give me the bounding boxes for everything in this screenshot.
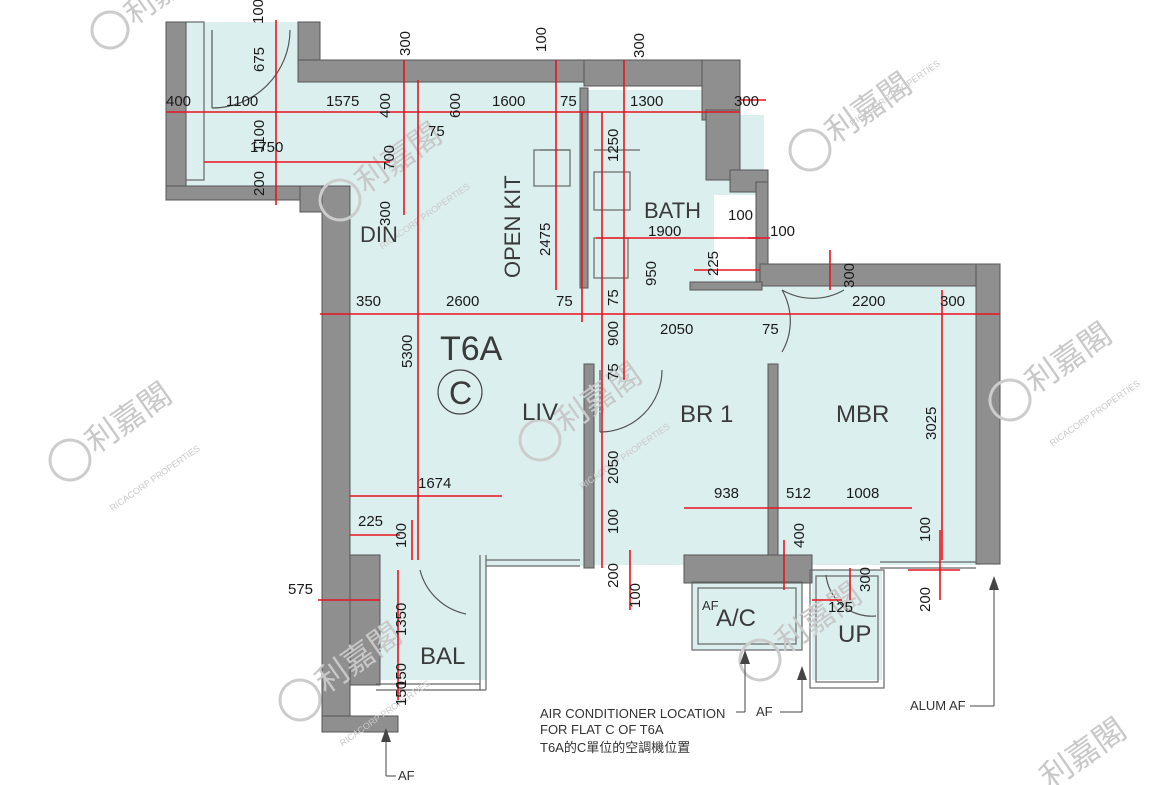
dimension-label: 75 — [556, 293, 573, 310]
dimension-label: 300 — [377, 201, 394, 226]
arrow-icon — [797, 666, 807, 680]
dimension-label: 600 — [447, 93, 464, 118]
dimension-lines — [166, 20, 1000, 700]
dimension-label: 75 — [428, 123, 445, 140]
dimension-label: 300 — [940, 293, 965, 310]
dimension-label: 100 — [917, 517, 934, 542]
svg-text:RICACORP PROPERTIES: RICACORP PROPERTIES — [108, 443, 202, 513]
room-label-din: DIN — [360, 222, 398, 247]
arrow-icon — [740, 650, 750, 664]
dimension-label: 100 — [627, 583, 644, 608]
af-label-ac: AF — [756, 704, 773, 719]
dimension-labels: 100 675 300 100 300 400 1100 1575 400 60… — [166, 0, 965, 706]
dimension-label: 75 — [762, 321, 779, 338]
room-label-bal: BAL — [420, 643, 465, 670]
unit-code: T6A — [440, 330, 503, 368]
dimension-label: 100 — [770, 223, 795, 240]
af-label-bottom: AF — [398, 768, 415, 783]
room-label-ac: A/C — [716, 605, 756, 632]
svg-text:利嘉閣: 利嘉閣 — [78, 375, 178, 461]
dimension-label: 2475 — [537, 223, 554, 256]
dimension-label: 75 — [605, 289, 622, 306]
room-labels: OPEN KIT BATH DIN LIV BR 1 MBR BAL A/C U… — [360, 175, 889, 670]
dimension-label: 938 — [714, 485, 739, 502]
dimension-label: 400 — [377, 93, 394, 118]
dimension-label: 75 — [560, 93, 577, 110]
dimension-label: 1674 — [418, 475, 451, 492]
dimension-label: 100 — [605, 509, 622, 534]
dimension-label: 1300 — [630, 93, 663, 110]
dimension-label: 1008 — [846, 485, 879, 502]
dimension-label: 1900 — [648, 223, 681, 240]
unit-marker: T6A C — [437, 330, 503, 415]
room-label-mbr: MBR — [836, 401, 889, 428]
dimension-label: 1100 — [226, 93, 258, 110]
dimension-label: 100 — [393, 523, 410, 548]
dimension-label: 900 — [605, 321, 622, 346]
ac-location-line-3: T6A的C單位的空調機位置 — [540, 740, 690, 755]
dimension-label: 512 — [786, 485, 811, 502]
dimension-label: 400 — [791, 523, 808, 548]
window-lines — [185, 21, 976, 691]
dimension-label: 100 — [533, 27, 550, 52]
dimension-label: 200 — [251, 171, 268, 196]
dimension-label: 1750 — [250, 139, 283, 156]
dimension-label: 300 — [841, 263, 858, 288]
room-label-up: UP — [838, 621, 871, 648]
svg-text:利嘉閣: 利嘉閣 — [1033, 710, 1133, 785]
dimension-label: 1100 — [251, 120, 268, 152]
dimension-label: 2600 — [446, 293, 479, 310]
dimension-label: 575 — [288, 581, 313, 598]
annotations: AF AF ALUM AF AIR CONDITIONER LOCATION F… — [381, 576, 999, 783]
room-label-open-kit: OPEN KIT — [500, 175, 525, 278]
dimension-label: 2050 — [660, 321, 693, 338]
dimension-label: 150 — [393, 663, 410, 688]
dimension-label: 200 — [917, 587, 934, 612]
dimension-label: 1575 — [326, 93, 359, 110]
dimension-label: 200 — [605, 563, 622, 588]
svg-text:RICACORP PROPERTIES: RICACORP PROPERTIES — [1048, 378, 1142, 448]
dimension-label: 75 — [605, 363, 622, 380]
dimension-label: 125 — [828, 599, 853, 616]
dimension-label: 675 — [251, 47, 268, 72]
svg-text:利嘉閣: 利嘉閣 — [1018, 315, 1118, 401]
dimension-label: 700 — [381, 145, 398, 170]
dimension-label: 2050 — [605, 451, 622, 484]
dimension-label: 400 — [166, 93, 191, 110]
dimension-label: 150 — [393, 681, 410, 706]
af-label-small: AF — [702, 598, 719, 613]
ac-location-line-1: AIR CONDITIONER LOCATION — [540, 706, 725, 721]
dimension-label: 300 — [397, 31, 414, 56]
flat-letter: C — [449, 375, 472, 411]
dimension-label: 1600 — [492, 93, 525, 110]
dimension-label: 300 — [857, 567, 874, 592]
dimension-label: 1350 — [393, 603, 410, 636]
room-label-liv: LIV — [522, 399, 558, 426]
dimension-label: 3025 — [923, 407, 940, 440]
room-label-bath: BATH — [644, 198, 701, 223]
flat-circle — [437, 369, 483, 415]
room-label-br1: BR 1 — [680, 401, 733, 428]
dimension-label: 950 — [643, 261, 660, 286]
arrow-icon — [381, 728, 391, 742]
dimension-label: 350 — [356, 293, 381, 310]
dimension-label: 2200 — [852, 293, 885, 310]
dimension-label: 100 — [728, 207, 753, 224]
dimension-label: 225 — [705, 251, 722, 276]
dimension-label: 225 — [358, 513, 383, 530]
walls — [165, 21, 1001, 733]
alum-af-label: ALUM AF — [910, 698, 966, 713]
dimension-label: 300 — [631, 33, 648, 58]
ac-location-line-2: FOR FLAT C OF T6A — [540, 722, 664, 737]
dimension-label: 300 — [734, 93, 759, 110]
dimension-label: 1250 — [605, 129, 622, 162]
dimension-label: 5300 — [399, 335, 416, 368]
door-swings — [211, 29, 877, 617]
arrow-icon — [989, 576, 999, 590]
dimension-label: 100 — [250, 0, 267, 24]
